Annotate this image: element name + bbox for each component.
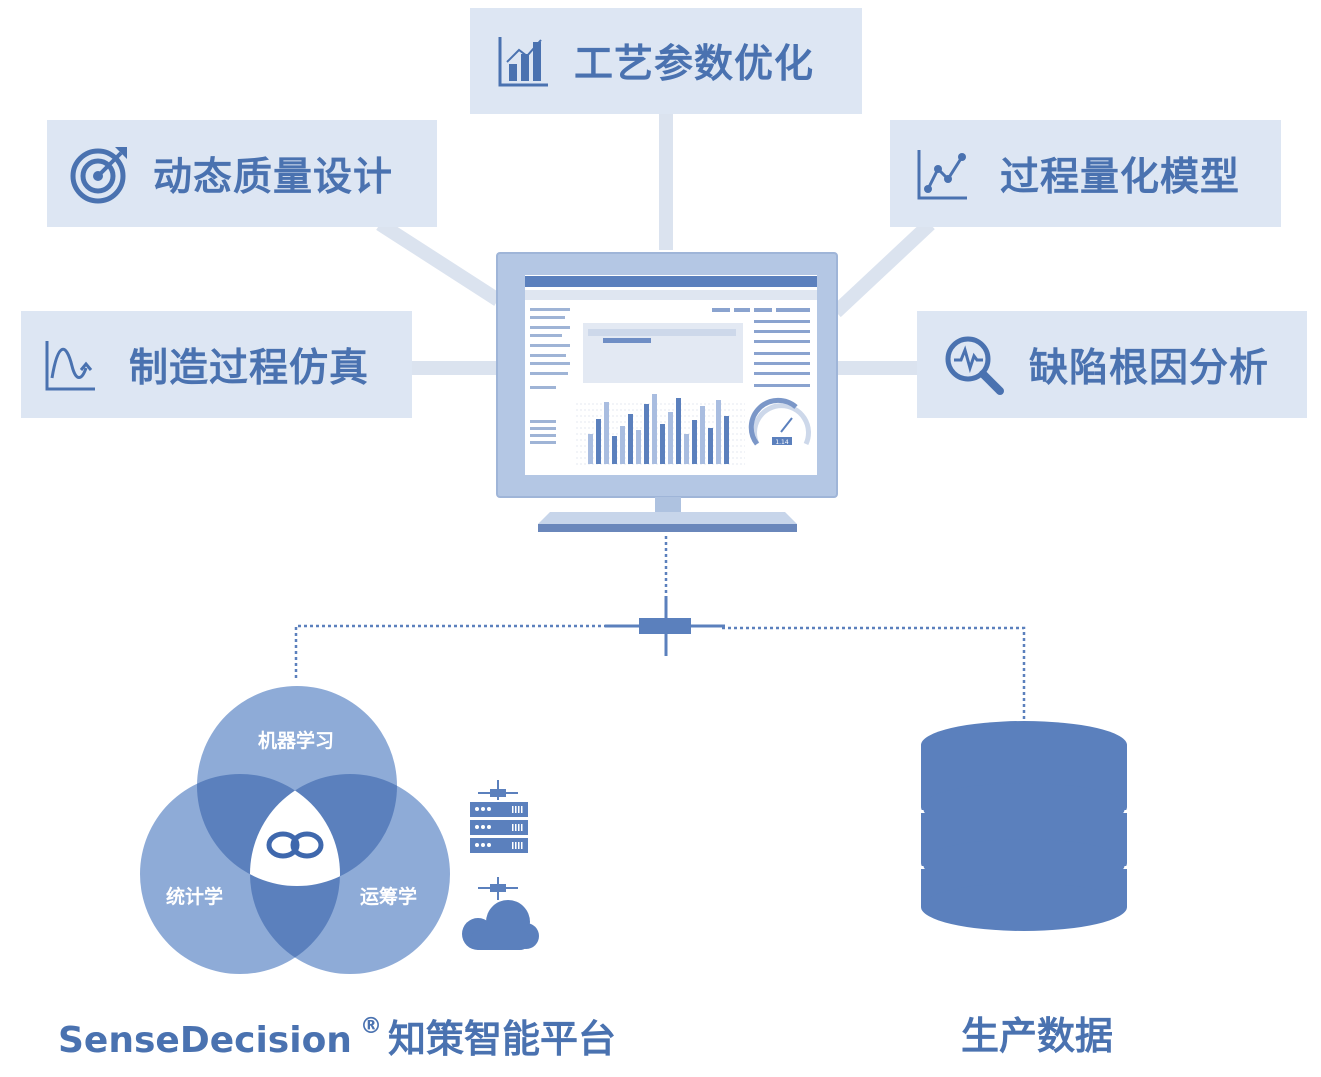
screen-bar <box>644 404 649 464</box>
connector-upper-right <box>831 218 935 318</box>
screen-bar-chart <box>576 394 745 465</box>
database-caption: 生产数据 <box>961 1014 1114 1058</box>
venn-diagram <box>140 686 450 974</box>
infinity-icon <box>266 831 324 859</box>
bar-chart-icon <box>496 33 552 89</box>
registered-mark: ® <box>359 1014 382 1039</box>
screen-header <box>525 276 817 287</box>
feature-box-process-optimization: 工艺参数优化 <box>470 8 862 114</box>
monitor-neck <box>655 497 681 513</box>
magnifier-icon <box>943 334 1005 396</box>
platform-name: SenseDecision <box>58 1020 352 1061</box>
connector-upper-left <box>376 218 502 306</box>
feature-box-defect-root-cause: 缺陷根因分析 <box>917 311 1307 418</box>
target-icon <box>69 143 131 205</box>
screen-gauge: 1.14 <box>748 397 811 446</box>
feature-label: 过程量化模型 <box>1000 154 1241 200</box>
gauge-value: 1.14 <box>775 439 789 446</box>
line-chart-icon <box>916 147 970 201</box>
monitor-stand <box>538 512 797 524</box>
screen-bar <box>676 398 681 464</box>
platform-cn-name: 知策智能平台 <box>387 1017 616 1061</box>
screen-bar <box>628 414 633 464</box>
screen-panel-bar <box>588 329 736 336</box>
screen-sidebar <box>530 308 570 444</box>
wave-chart-icon <box>43 337 99 393</box>
database-icon <box>918 721 1130 931</box>
screen-bar <box>596 419 601 464</box>
network-lines <box>294 536 1026 720</box>
venn-label-machine-learning: 机器学习 <box>258 730 335 752</box>
feature-label: 工艺参数优化 <box>574 42 815 87</box>
cloud-icon <box>462 877 539 950</box>
feature-box-manufacturing-simulation: 制造过程仿真 <box>21 311 412 418</box>
feature-label: 缺陷根因分析 <box>1029 345 1270 391</box>
screen-panel-highlight <box>603 338 651 343</box>
feature-box-process-quantitative-model: 过程量化模型 <box>890 120 1281 227</box>
screen-right-list <box>712 308 810 387</box>
screen-bar <box>620 426 625 464</box>
screen-bar <box>588 434 593 464</box>
screen-bar <box>660 424 665 464</box>
venn-label-statistics: 统计学 <box>166 886 224 908</box>
screen-bar <box>668 412 673 464</box>
venn-label-operations-research: 运筹学 <box>360 886 418 908</box>
feature-label: 制造过程仿真 <box>129 345 370 391</box>
feature-box-dynamic-quality-design: 动态质量设计 <box>47 120 437 227</box>
screen-bar <box>612 436 617 464</box>
feature-label: 动态质量设计 <box>153 154 394 200</box>
screen-toolbar <box>525 290 817 300</box>
screen-bar <box>636 430 641 464</box>
platform-caption: SenseDecision ®知策智能平台 <box>58 1008 616 1063</box>
screen-bar <box>692 420 697 464</box>
screen-bar <box>724 416 729 464</box>
network-hub-icon <box>605 596 725 656</box>
screen-bar <box>652 394 657 464</box>
screen-bar <box>708 428 713 464</box>
screen-bar <box>716 400 721 464</box>
monitor-stand-base <box>538 524 797 532</box>
screen-bar <box>604 402 609 464</box>
screen-bar <box>684 434 689 464</box>
monitor-illustration: 1.14 <box>496 252 838 532</box>
screen-bar <box>700 406 705 464</box>
server-icon <box>470 780 528 853</box>
